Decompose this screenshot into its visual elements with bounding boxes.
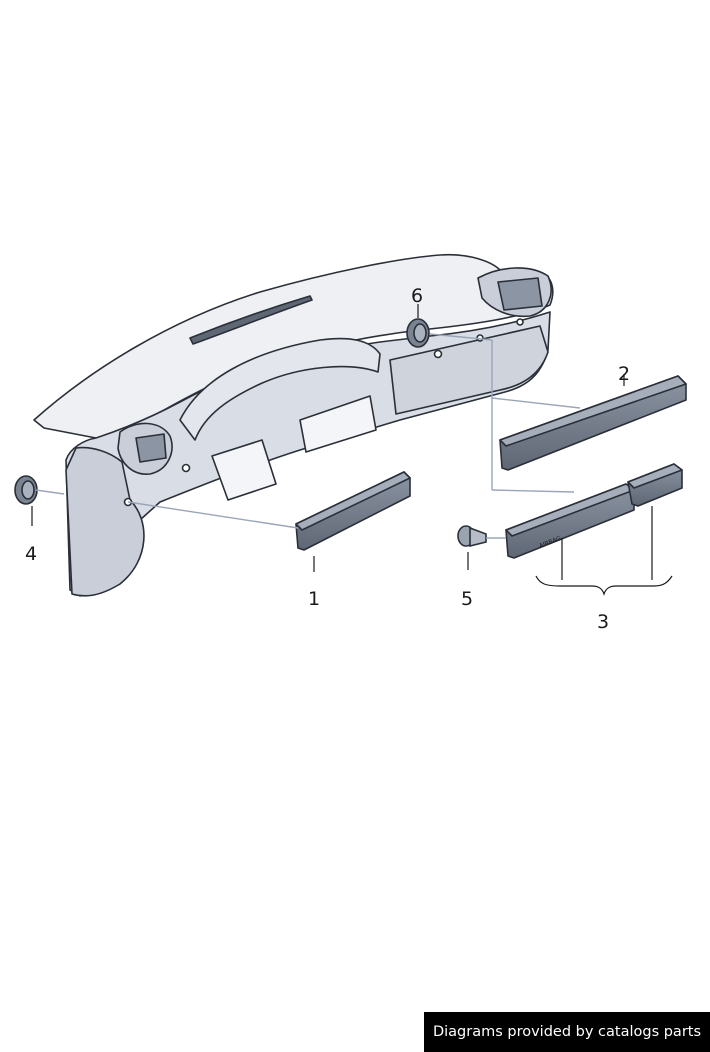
instrument-binnacle	[179, 337, 381, 441]
part-4-clip	[14, 475, 38, 505]
center-opening	[299, 395, 377, 453]
part-5-clip	[457, 525, 487, 548]
footer-credit-text: Diagrams provided by catalogs parts	[432, 1024, 702, 1040]
left-knee-panel	[65, 446, 145, 597]
callout-3: 3	[597, 611, 610, 633]
defrost-vent	[189, 295, 313, 345]
footer-credit-badge: Diagrams provided by catalogs parts	[424, 1012, 710, 1052]
right-vent-grille	[497, 277, 543, 311]
part-6-clip	[406, 318, 430, 348]
part-3-airbag-strip: AIRBAG	[505, 463, 683, 559]
callout-4: 4	[25, 543, 38, 565]
passenger-section	[389, 325, 549, 415]
callout-1: 1	[308, 588, 321, 610]
callout-5: 5	[461, 588, 474, 610]
dashboard-panel	[33, 253, 554, 597]
callout-6: 6	[411, 285, 424, 307]
part-1-trim-strip	[295, 471, 411, 551]
leader-lines	[35, 333, 581, 539]
callout-2: 2	[618, 363, 631, 385]
screw-hole	[433, 349, 443, 359]
callout-ticks	[31, 304, 673, 596]
screw-hole	[516, 318, 524, 326]
left-vent-grille	[135, 433, 167, 463]
part-2-trim-strip	[499, 375, 687, 471]
lower-opening	[211, 439, 277, 501]
screw-hole	[181, 463, 191, 473]
